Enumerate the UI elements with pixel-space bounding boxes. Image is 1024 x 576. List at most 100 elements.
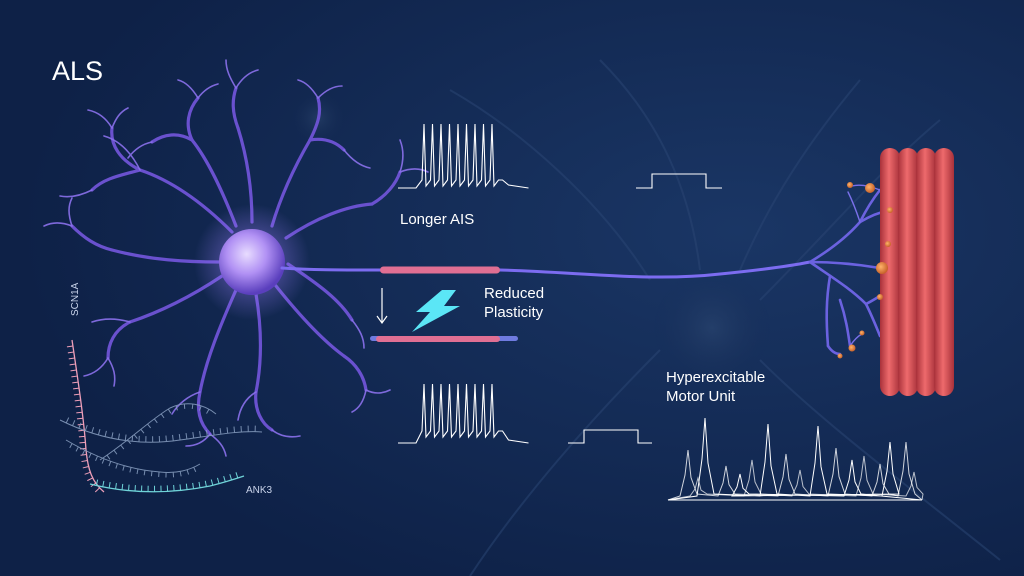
strand-tick [191,403,194,410]
strand-tick [223,475,226,482]
strand-tick [101,458,105,464]
strand-tick [73,387,80,390]
scn1a-gene-label: SCN1A [70,282,81,316]
lightning-icon [412,290,460,332]
strand-tick [204,480,207,487]
longer-ais-label: Longer AIS [400,211,475,228]
strand-tick [193,467,197,473]
strand-tick [179,484,182,491]
strand-tick [106,454,111,460]
strand-tick [72,420,76,426]
strand-tick [192,432,195,439]
strand-tick [143,470,146,476]
axon [280,260,812,279]
strand-tick [131,435,134,442]
strand-tick [87,477,93,482]
step-stimulus-top [636,173,722,189]
strand-tick [212,429,215,436]
strand-tick [192,482,195,489]
strand-tick [69,363,76,366]
neuron-soma [219,229,285,295]
spike-train-bottom [398,383,529,444]
strand-tick [75,446,79,452]
strand-tick [127,439,132,445]
strand-tick [160,413,165,419]
strand-tick [172,434,174,441]
strand-tick [66,345,73,348]
strand-tick [73,393,80,396]
muscle-fiber-icon [880,148,954,396]
strand-tick [67,351,74,354]
strand-tick [68,357,75,360]
strand-tick [82,465,89,469]
reduced-plasticity-label: Reduced Plasticity [484,285,545,321]
scn1a-strand [66,339,105,493]
emg-trace [667,417,924,501]
strand-tick [128,484,130,491]
strand-tick [150,471,153,477]
strand-tick [235,472,239,479]
strand-tick [108,482,111,489]
background-ghost-neuron [292,59,1001,576]
strand-tick [97,429,101,436]
axon-initial-segment-short [376,336,500,342]
strand-tick [81,460,88,463]
strand-tick [74,399,81,402]
strand-tick [84,471,91,475]
strand-tick [70,369,77,372]
strand-tick [198,481,201,488]
strand-tick [233,426,236,433]
strand-tick [199,405,202,411]
strand-tick [136,468,139,475]
strand-tick [219,428,222,435]
strand-tick [65,417,70,424]
strand-tick [115,463,118,469]
axon-initial-segment-long [380,266,500,274]
strand-tick [205,430,208,437]
strand-tick [129,467,132,473]
strand-tick [69,443,73,449]
strand-tick [226,427,229,434]
page-title: ALS [52,56,104,86]
strand-tick [122,465,125,471]
ank3-strand [89,472,245,493]
strand-tick [113,449,118,455]
strand-tick [88,453,92,459]
strand-tick [95,479,99,486]
strand-tick [229,474,233,481]
strand-tick [199,431,201,438]
strand-tick [216,477,220,484]
strand-tick [95,455,98,461]
strand-tick [91,427,95,434]
strand-tick [84,424,88,431]
strand-tick [167,408,172,414]
strand-tick [102,480,105,487]
strand-tick [76,411,83,414]
strand-tick [121,483,124,490]
strand-tick [124,434,127,441]
strand-tick [76,417,84,420]
strand-tick [179,471,182,477]
strand-tick [80,454,87,456]
hyperexcitable-motor-unit-label: Hyperexcitable Motor Unit [666,369,766,405]
strand-tick [111,432,114,439]
strand-tick [185,483,188,490]
strand-tick [108,461,112,467]
strand-tick [165,435,167,442]
strand-tick [104,430,107,437]
strand-tick [94,487,100,493]
strand-tick [71,375,78,378]
strand-tick [140,428,145,434]
strand-tick [78,435,85,438]
strand-tick [75,405,82,408]
strand-tick [206,408,210,414]
strand-tick [72,381,79,384]
strand-tick [185,433,188,440]
strand-tick [186,469,190,475]
step-stimulus-bottom [568,429,652,444]
strand-tick [210,479,214,486]
strand-tick [175,405,178,411]
strand-tick [153,418,158,424]
